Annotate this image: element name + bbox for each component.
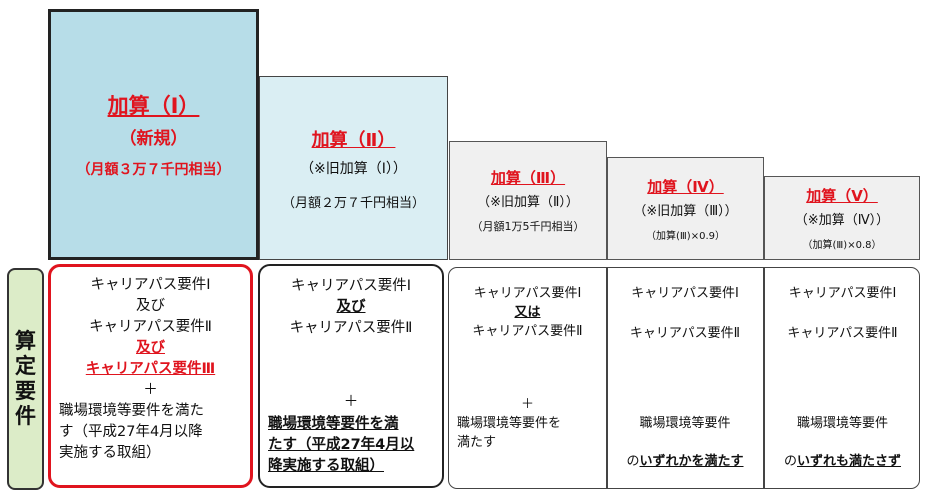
header-kasan-3: 加算（Ⅲ） （※旧加算（Ⅱ）） （月額1万5千円相当）	[449, 141, 607, 260]
req-line: キャリアパス要件Ⅱ	[629, 326, 741, 341]
side-label-char: 算	[15, 329, 36, 353]
req-env-block: 職場環境等要件を 満たす	[457, 414, 561, 452]
side-label-char: 件	[15, 404, 36, 428]
req-line: キャリアパス要件Ⅱ	[472, 324, 583, 339]
req-line: 職場環境等要件を	[457, 416, 562, 431]
requirements-kasan-1: キャリアパス要件Ⅰ 及び キャリアパス要件Ⅱ 及び キャリアパス要件Ⅲ ＋ 職場…	[48, 264, 253, 488]
header-amount: （加算(Ⅲ)×0.8）	[802, 240, 882, 251]
req-line: たす（平成27年4月以	[268, 437, 415, 453]
req-line-highlight: 又は	[514, 305, 541, 320]
header-title: 加算（Ⅲ）	[490, 169, 566, 187]
req-block: キャリアパス要件Ⅰ 又は キャリアパス要件Ⅱ	[449, 284, 606, 341]
req-env-block: 職場環境等要件を満た す（平成27年4月以降 実施する取組）	[59, 401, 204, 464]
req-plus: ＋	[343, 394, 359, 410]
requirements-kasan-3-5: キャリアパス要件Ⅰ 又は キャリアパス要件Ⅱ ＋ 職場環境等要件を 満たす キャ…	[448, 267, 920, 489]
header-kasan-2: 加算（Ⅱ） （※旧加算（Ⅰ）） （月額２万７千円相当）	[259, 76, 448, 260]
header-kasan-4: 加算（Ⅳ） （※旧加算（Ⅲ）） （加算(Ⅲ)×0.9）	[607, 157, 764, 260]
req-line: キャリアパス要件Ⅰ	[788, 286, 897, 301]
req-block: キャリアパス要件Ⅰ 及び キャリアパス要件Ⅱ	[260, 276, 442, 339]
requirements-kasan-2: キャリアパス要件Ⅰ 及び キャリアパス要件Ⅱ ＋ 職場環境等要件を満 たす（平成…	[258, 264, 444, 488]
req-line-highlight: 及び	[336, 299, 366, 315]
header-kasan-5: 加算（Ⅴ） （※加算（Ⅳ）） （加算(Ⅲ)×0.8）	[764, 176, 920, 260]
header-amount: （月額1万5千円相当）	[471, 220, 585, 233]
header-title: 加算（Ⅰ）	[107, 94, 200, 118]
req-line-highlight: キャリアパス要件Ⅲ	[85, 361, 216, 377]
header-subtitle: （※旧加算（Ⅱ））	[477, 195, 579, 210]
req-plus: ＋	[143, 382, 158, 398]
header-subtitle: （※加算（Ⅳ））	[794, 213, 890, 228]
req-line: す（平成27年4月以降	[59, 424, 203, 440]
req-line: キャリアパス要件Ⅱ	[89, 319, 212, 335]
side-label-char: 定	[15, 354, 36, 378]
header-subtitle: （※旧加算（Ⅲ））	[633, 203, 738, 219]
side-label-char: 要	[15, 379, 36, 403]
req-text-highlight: いずれも満たさず	[797, 454, 902, 469]
req-line: キャリアパス要件Ⅰ	[90, 277, 211, 293]
header-subtitle: （新規）	[119, 129, 188, 149]
req-line-highlight: 及び	[136, 340, 165, 356]
req-line: 職場環境等要件を満	[268, 416, 399, 432]
req-line: のいずれも満たさず	[764, 452, 921, 471]
header-kasan-1: 加算（Ⅰ） （新規） （月額３万７千円相当）	[48, 9, 259, 260]
req-line: キャリアパス要件Ⅱ	[787, 326, 898, 341]
column-divider	[763, 268, 765, 488]
header-title: 加算（Ⅴ）	[806, 187, 878, 205]
req-line: 及び	[136, 298, 165, 314]
req-plus: ＋	[520, 397, 534, 412]
req-block: キャリアパス要件Ⅰ 及び キャリアパス要件Ⅱ 及び キャリアパス要件Ⅲ ＋	[51, 275, 250, 401]
header-amount: （月額２万７千円相当）	[281, 195, 425, 211]
header-subtitle: （※旧加算（Ⅰ））	[300, 160, 407, 177]
req-env-block: 職場環境等要件を満 たす（平成27年4月以 降実施する取組）	[268, 414, 414, 477]
req-line: キャリアパス要件Ⅰ	[291, 278, 411, 294]
req-text-highlight: いずれかを満たす	[639, 454, 744, 469]
req-line: 職場環境等要件を満た	[59, 403, 204, 419]
req-line: 職場環境等要件	[796, 416, 888, 431]
requirements-kasan-3: キャリアパス要件Ⅰ 又は キャリアパス要件Ⅱ ＋ 職場環境等要件を 満たす	[449, 268, 606, 488]
req-text: の	[626, 454, 640, 469]
header-amount: （月額３万７千円相当）	[76, 162, 231, 178]
header-amount: （加算(Ⅲ)×0.9）	[646, 230, 725, 242]
header-title: 加算（Ⅱ）	[311, 129, 396, 151]
req-line: 降実施する取組）	[268, 458, 384, 474]
column-divider	[606, 268, 608, 488]
req-line: キャリアパス要件Ⅰ	[473, 286, 582, 301]
req-line: 満たす	[457, 435, 497, 450]
header-title: 加算（Ⅳ）	[647, 177, 724, 196]
requirements-kasan-5: キャリアパス要件Ⅰ キャリアパス要件Ⅱ 職場環境等要件 のいずれも満たさず	[764, 268, 921, 488]
req-text: の	[783, 454, 797, 469]
side-label-requirements: 算 定 要 件	[7, 268, 44, 490]
req-line: のいずれかを満たす	[607, 452, 763, 471]
req-line: 職場環境等要件	[639, 416, 731, 431]
requirements-kasan-4: キャリアパス要件Ⅰ キャリアパス要件Ⅱ 職場環境等要件 のいずれかを満たす	[607, 268, 763, 488]
req-line: キャリアパス要件Ⅰ	[631, 286, 739, 301]
req-line: キャリアパス要件Ⅱ	[289, 320, 413, 336]
req-line: 実施する取組）	[59, 445, 161, 461]
